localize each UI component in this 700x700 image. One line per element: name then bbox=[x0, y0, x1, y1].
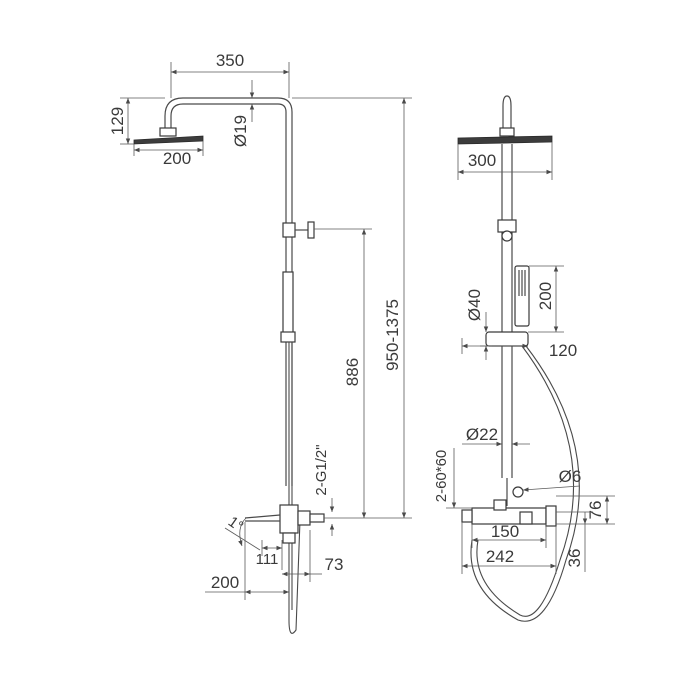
side-view: 350 129 Ø19 200 950-1375 bbox=[108, 51, 412, 634]
dim-inlet-centers: 2-60*60 bbox=[433, 448, 472, 509]
dim-200-bottom: 200 bbox=[205, 522, 289, 600]
label-dia19: Ø19 bbox=[231, 115, 250, 147]
handshower-front bbox=[514, 265, 530, 327]
label-dia40: Ø40 bbox=[465, 289, 484, 321]
front-view: 300 200 Ø40 120 Ø22 bbox=[433, 95, 615, 622]
hose-side bbox=[288, 342, 301, 634]
label-200-handshower: 200 bbox=[536, 282, 555, 310]
label-950-1375: 950-1375 bbox=[383, 299, 402, 371]
label-inlet-thread: 2-G1/2" bbox=[313, 444, 330, 495]
dim-200-handshower: 200 bbox=[528, 265, 564, 333]
dim-dia19: Ø19 bbox=[231, 80, 255, 147]
label-inlet-centers: 2-60*60 bbox=[433, 450, 450, 503]
overhead-showerhead-front bbox=[457, 127, 553, 145]
label-73: 73 bbox=[325, 555, 344, 574]
overhead-showerhead-side bbox=[133, 127, 204, 145]
dim-111: 111 bbox=[256, 540, 283, 570]
handshower-bracket bbox=[485, 331, 529, 347]
label-300: 300 bbox=[468, 151, 496, 170]
dim-242: 242 bbox=[461, 522, 557, 574]
dim-120: 120 bbox=[461, 338, 577, 360]
dim-200-top: 200 bbox=[133, 141, 204, 168]
dim-350: 350 bbox=[170, 51, 290, 98]
mixer-body-front bbox=[461, 499, 557, 527]
dim-129: 129 bbox=[108, 97, 165, 145]
label-120: 120 bbox=[549, 341, 577, 360]
label-200-top: 200 bbox=[163, 149, 191, 168]
dim-dia6: Ø6 bbox=[522, 467, 582, 492]
mixer-body-side bbox=[244, 504, 325, 544]
dim-angle: 1° bbox=[224, 513, 261, 551]
label-76: 76 bbox=[586, 501, 605, 520]
dim-36: 36 bbox=[556, 511, 593, 572]
label-angle: 1° bbox=[225, 513, 247, 535]
dim-inlet-thread: 2-G1/2" bbox=[313, 444, 335, 536]
label-150: 150 bbox=[491, 522, 519, 541]
slide-knob-front bbox=[497, 219, 517, 242]
dim-dia22: Ø22 bbox=[462, 425, 530, 447]
dim-76: 76 bbox=[556, 495, 615, 525]
dim-950-1375: 950-1375 bbox=[292, 97, 412, 519]
diverter-knob-front bbox=[506, 478, 524, 506]
label-200-bottom: 200 bbox=[211, 573, 239, 592]
slide-bracket-knob bbox=[282, 221, 315, 239]
label-111: 111 bbox=[256, 551, 279, 568]
label-dia6: Ø6 bbox=[559, 467, 582, 486]
label-129: 129 bbox=[108, 107, 127, 135]
riser-front bbox=[501, 144, 513, 478]
dim-300: 300 bbox=[457, 142, 553, 180]
label-886: 886 bbox=[343, 358, 362, 386]
label-36: 36 bbox=[565, 549, 584, 568]
handshower-side bbox=[280, 271, 296, 343]
dim-886: 886 bbox=[314, 228, 372, 518]
dim-150: 150 bbox=[471, 522, 547, 548]
dim-73: 73 bbox=[282, 530, 343, 582]
dim-dia40: Ø40 bbox=[465, 289, 492, 360]
label-dia22: Ø22 bbox=[466, 425, 498, 444]
label-350: 350 bbox=[216, 51, 244, 70]
label-242: 242 bbox=[486, 547, 514, 566]
hose-front bbox=[476, 345, 575, 617]
